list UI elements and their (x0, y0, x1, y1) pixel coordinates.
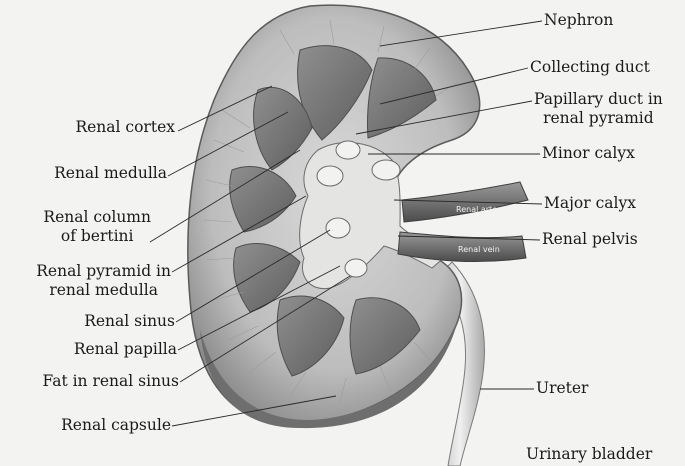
label-papillary-duct: Papillary duct in renal pyramid (534, 90, 663, 128)
label-ureter-line-1: Ureter (536, 379, 588, 398)
label-nephron: Nephron (544, 11, 613, 30)
label-collecting-duct-line-1: Collecting duct (530, 58, 650, 77)
label-papillary-duct-line-1: Papillary duct in (534, 90, 663, 109)
label-renal-sinus-line-1: Renal sinus (84, 312, 175, 331)
label-minor-calyx: Minor calyx (542, 144, 635, 163)
label-renal-pelvis-line-1: Renal pelvis (542, 230, 638, 249)
renal-artery-tag: Renal artery (456, 205, 505, 214)
label-urinary-bladder-line-1: Urinary bladder (526, 445, 652, 464)
label-renal-papilla: Renal papilla (74, 340, 177, 359)
label-renal-pelvis: Renal pelvis (542, 230, 638, 249)
label-major-calyx: Major calyx (544, 194, 636, 213)
label-renal-medulla-line-1: Renal medulla (54, 164, 167, 183)
label-collecting-duct: Collecting duct (530, 58, 650, 77)
label-renal-cortex-line-1: Renal cortex (75, 118, 175, 137)
label-papillary-duct-line-2: renal pyramid (534, 109, 663, 128)
label-renal-capsule-line-1: Renal capsule (61, 416, 171, 435)
label-renal-column-line-1: Renal column (43, 208, 151, 227)
label-fat-renal-sinus: Fat in renal sinus (43, 372, 180, 391)
label-fat-renal-sinus-line-1: Fat in renal sinus (43, 372, 180, 391)
label-major-calyx-line-1: Major calyx (544, 194, 636, 213)
label-renal-pyramid: Renal pyramid in renal medulla (36, 262, 171, 300)
label-renal-pyramid-line-1: Renal pyramid in (36, 262, 171, 281)
label-minor-calyx-line-1: Minor calyx (542, 144, 635, 163)
label-renal-pyramid-line-2: renal medulla (36, 281, 171, 300)
label-renal-papilla-line-1: Renal papilla (74, 340, 177, 359)
label-nephron-line-1: Nephron (544, 11, 613, 30)
label-renal-cortex: Renal cortex (75, 118, 175, 137)
label-renal-capsule: Renal capsule (61, 416, 171, 435)
label-renal-column: Renal column of bertini (43, 208, 151, 246)
label-urinary-bladder: Urinary bladder (526, 445, 652, 464)
label-renal-sinus: Renal sinus (84, 312, 175, 331)
renal-vein-tag: Renal vein (458, 245, 500, 254)
label-renal-medulla: Renal medulla (54, 164, 167, 183)
label-ureter: Ureter (536, 379, 588, 398)
label-renal-column-line-2: of bertini (43, 227, 151, 246)
